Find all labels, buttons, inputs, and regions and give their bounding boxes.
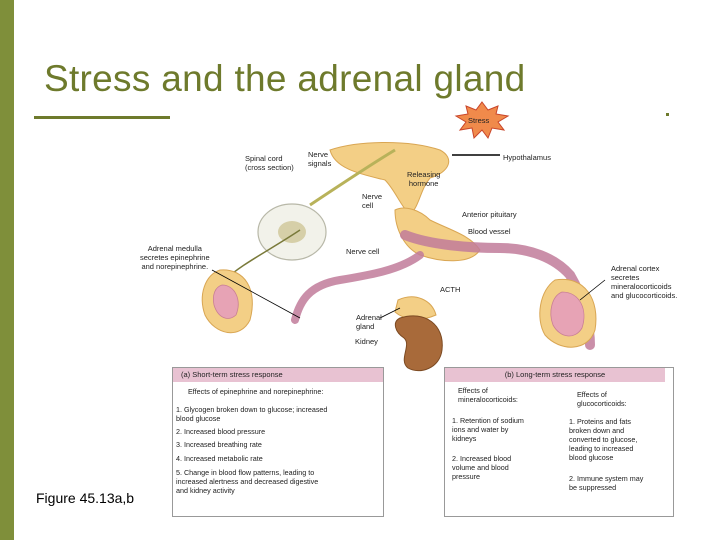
leader-adrenal-gland <box>379 307 401 319</box>
label-adrenal-gland: Adrenal gland <box>356 313 382 331</box>
label-anterior-pituitary: Anterior pituitary <box>462 210 517 219</box>
long-term-heading: (b) Long-term stress response <box>445 368 665 382</box>
left-adrenal-medulla <box>213 284 239 319</box>
mineralocorticoid-item-2: 2. Increased blood volume and blood pres… <box>452 454 512 481</box>
adrenal-gland-center <box>394 296 437 320</box>
glucocorticoid-item-1: 1. Proteins and fats broken down and con… <box>569 417 638 462</box>
nerve-signal-path <box>309 148 396 207</box>
label-nerve-cell-top: Nerve cell <box>362 192 383 210</box>
label-spinal-cord: Spinal cord (cross section) <box>245 154 294 172</box>
glucocorticoid-intro: Effects of glucocorticoids: <box>577 390 627 408</box>
right-adrenal-cortex <box>550 291 585 337</box>
spinal-cord-grey <box>278 221 306 243</box>
mineralocorticoid-item-1: 1. Retention of sodium ions and water by… <box>452 416 524 443</box>
short-term-item-4: 4. Increased metabolic rate <box>176 454 263 463</box>
short-term-box <box>172 367 384 517</box>
short-term-intro: Effects of epinephrine and norepinephrin… <box>188 387 324 396</box>
short-term-item-2: 2. Increased blood pressure <box>176 427 266 436</box>
short-term-item-3: 3. Increased breathing rate <box>176 440 262 449</box>
slide-sidebar <box>0 0 14 540</box>
glucocorticoid-item-2: 2. Immune system may be suppressed <box>569 474 644 492</box>
figure-caption: Figure 45.13a,b <box>36 490 135 506</box>
label-kidney: Kidney <box>355 337 378 346</box>
label-nerve-signals: Nerve signals <box>308 150 332 168</box>
hypothalamus-tissue <box>329 142 450 216</box>
label-blood-vessel: Blood vessel <box>468 227 511 236</box>
leader-adrenal-cortex <box>579 279 606 301</box>
label-stress: Stress <box>468 116 490 125</box>
long-term-box <box>444 367 674 517</box>
blood-vessel-left <box>291 251 424 324</box>
slide-title: Stress and the adrenal gland <box>44 58 526 99</box>
label-releasing-hormone: Releasing hormone <box>407 170 441 188</box>
short-term-item-1: 1. Glycogen broken down to glucose; incr… <box>176 405 328 423</box>
label-hypothalamus: Hypothalamus <box>503 153 551 162</box>
label-adrenal-cortex: Adrenal cortex secretes mineralocorticoi… <box>611 264 678 300</box>
title-underline <box>34 116 170 119</box>
leader-adrenal-medulla <box>211 269 301 319</box>
label-adrenal-medulla: Adrenal medulla secretes epinephrine and… <box>140 244 210 271</box>
label-nerve-cell-mid: Nerve cell <box>346 247 380 256</box>
stress-burst <box>454 101 510 140</box>
short-term-item-5: 5. Change in blood flow patterns, leadin… <box>176 468 319 495</box>
decorative-dot <box>666 113 669 116</box>
short-term-heading: (a) Short-term stress response <box>173 368 383 382</box>
kidney <box>394 315 443 372</box>
mineralocorticoid-intro: Effects of mineralocorticoids: <box>458 386 518 404</box>
label-acth: ACTH <box>440 285 461 294</box>
